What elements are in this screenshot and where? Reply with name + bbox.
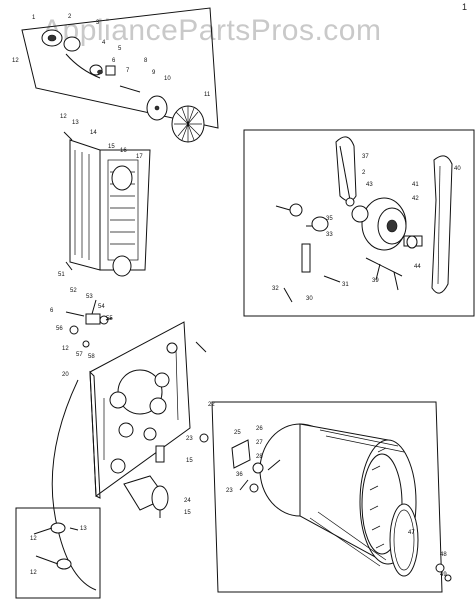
label-2: 2 bbox=[68, 14, 72, 20]
label-4: 4 bbox=[102, 40, 106, 46]
label-47: 47 bbox=[408, 530, 415, 536]
label-15c: 15 bbox=[184, 510, 191, 516]
label-7: 7 bbox=[126, 68, 130, 74]
label-23a: 23 bbox=[186, 436, 193, 442]
label-12a: 12 bbox=[12, 58, 19, 64]
label-17: 17 bbox=[136, 154, 143, 160]
label-3: 3 bbox=[96, 20, 100, 26]
label-58: 58 bbox=[88, 354, 95, 360]
label-56: 56 bbox=[56, 326, 63, 332]
part-labels: 1 2 3 4 5 6 7 8 9 10 11 12 12 13 14 15 1… bbox=[12, 14, 461, 578]
label-55: 55 bbox=[106, 316, 113, 322]
label-8: 8 bbox=[144, 58, 148, 64]
label-13: 13 bbox=[72, 120, 79, 126]
label-6b: 6 bbox=[50, 308, 54, 314]
heater-duct bbox=[63, 131, 151, 277]
label-12e: 12 bbox=[30, 570, 37, 576]
label-39: 39 bbox=[372, 278, 379, 284]
label-43: 43 bbox=[366, 182, 373, 188]
label-12d: 12 bbox=[30, 536, 37, 542]
label-49: 49 bbox=[440, 572, 447, 578]
label-31: 31 bbox=[342, 282, 349, 288]
label-20: 20 bbox=[62, 372, 69, 378]
label-6: 6 bbox=[112, 58, 116, 64]
label-23b: 23 bbox=[226, 488, 233, 494]
label-9: 9 bbox=[152, 70, 156, 76]
label-37: 37 bbox=[362, 154, 369, 160]
inset-box-bottom-left bbox=[15, 507, 101, 599]
label-15a: 15 bbox=[108, 144, 115, 150]
label-36: 36 bbox=[236, 472, 243, 478]
label-10: 10 bbox=[164, 76, 171, 82]
cord bbox=[51, 379, 97, 591]
label-24: 24 bbox=[184, 498, 191, 504]
label-32: 32 bbox=[272, 286, 279, 292]
label-1: 1 bbox=[32, 15, 36, 21]
label-40: 40 bbox=[454, 166, 461, 172]
label-35: 35 bbox=[326, 216, 333, 222]
small-parts-left bbox=[65, 299, 113, 348]
label-26: 26 bbox=[256, 426, 263, 432]
label-41: 41 bbox=[412, 182, 419, 188]
cylinder-part bbox=[123, 475, 169, 518]
label-14: 14 bbox=[90, 130, 97, 136]
label-51: 51 bbox=[58, 272, 65, 278]
label-54: 54 bbox=[98, 304, 105, 310]
label-22: 22 bbox=[208, 402, 215, 408]
label-5: 5 bbox=[118, 46, 122, 52]
label-12b: 12 bbox=[60, 114, 67, 120]
label-53: 53 bbox=[86, 294, 93, 300]
label-12c: 12 bbox=[62, 346, 69, 352]
drum-assembly bbox=[199, 401, 452, 593]
label-28: 28 bbox=[256, 454, 263, 460]
page-number: 1 bbox=[462, 2, 467, 12]
label-13b: 13 bbox=[80, 526, 87, 532]
label-33: 33 bbox=[326, 232, 333, 238]
label-57: 57 bbox=[76, 352, 83, 358]
label-27: 27 bbox=[256, 440, 263, 446]
label-11: 11 bbox=[204, 92, 211, 98]
front-bulkhead bbox=[89, 321, 207, 499]
label-42: 42 bbox=[412, 196, 419, 202]
label-30: 30 bbox=[306, 296, 313, 302]
label-52: 52 bbox=[70, 288, 77, 294]
label-16: 16 bbox=[120, 148, 127, 154]
label-15b: 15 bbox=[186, 458, 193, 464]
label-44: 44 bbox=[414, 264, 421, 270]
motor-inset-box bbox=[243, 129, 475, 317]
label-2b: 2 bbox=[362, 170, 366, 176]
blower-assembly bbox=[21, 7, 219, 143]
label-25: 25 bbox=[234, 430, 241, 436]
label-48: 48 bbox=[440, 552, 447, 558]
